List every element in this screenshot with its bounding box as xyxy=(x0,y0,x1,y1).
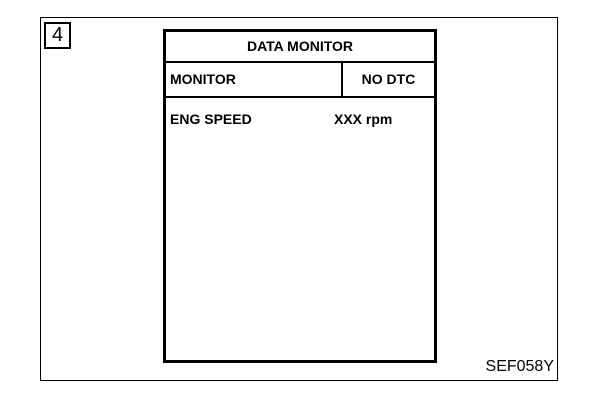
monitor-item-row: ENG SPEED XXX rpm xyxy=(170,109,430,129)
mode-row: MONITOR NO DTC xyxy=(166,63,434,98)
monitor-item-value: XXX rpm xyxy=(334,111,393,127)
dtc-status: NO DTC xyxy=(361,71,416,87)
monitor-item-name: ENG SPEED xyxy=(170,111,252,127)
mode-label: MONITOR xyxy=(170,71,236,87)
mode-divider xyxy=(341,63,343,96)
consult-screen: DATA MONITOR MONITOR NO DTC ENG SPEED XX… xyxy=(163,29,437,363)
figure-frame xyxy=(40,17,558,381)
screen-title: DATA MONITOR xyxy=(166,32,434,63)
step-number-box: 4 xyxy=(44,22,71,49)
figure-reference-code: SEF058Y xyxy=(482,357,554,377)
